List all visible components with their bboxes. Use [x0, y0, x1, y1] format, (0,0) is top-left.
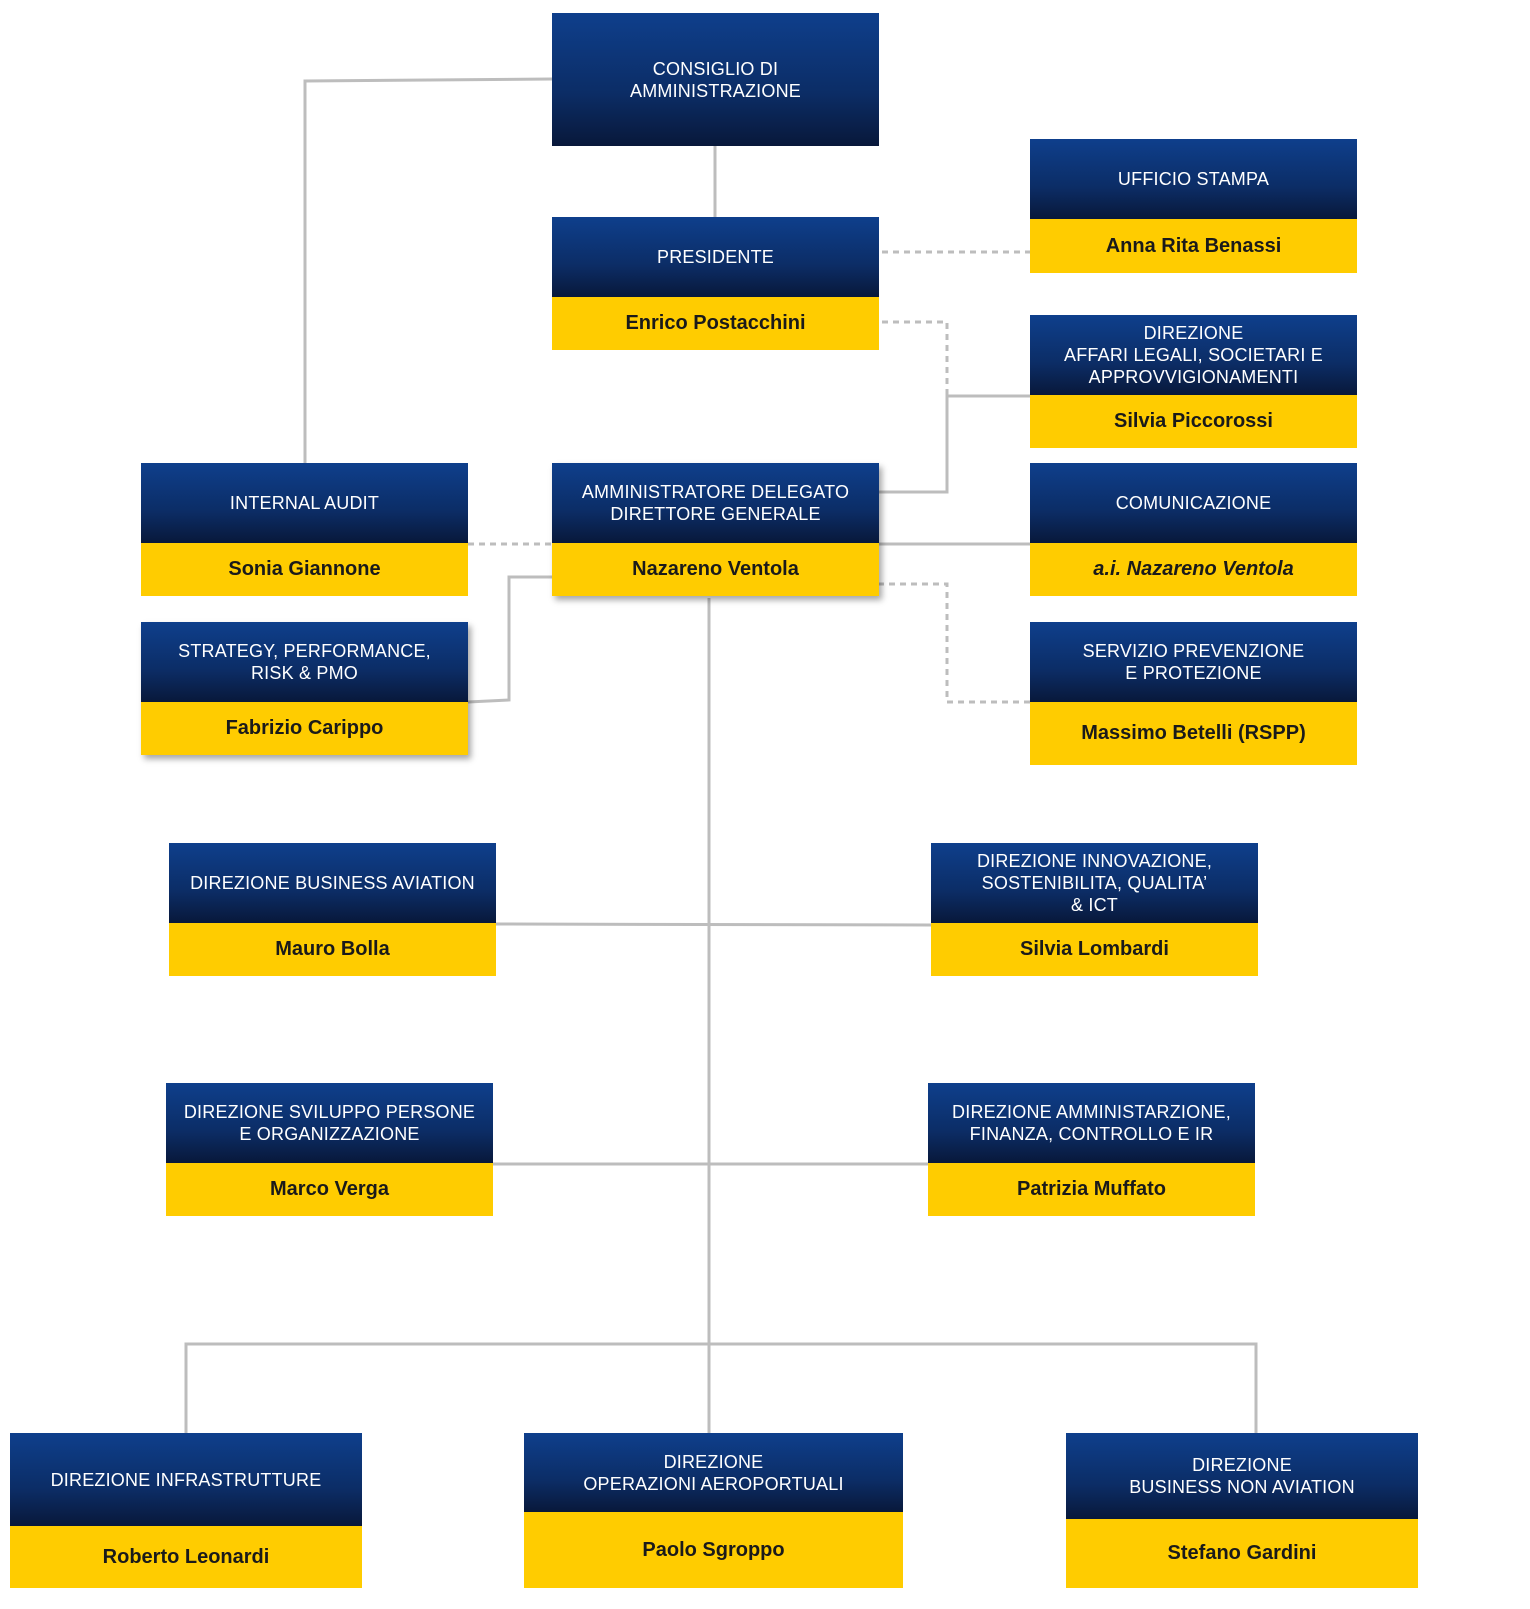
node-title: DIREZIONE BUSINESS AVIATION [169, 843, 496, 923]
node-title: DIREZIONE SVILUPPO PERSONE E ORGANIZZAZI… [166, 1083, 493, 1163]
node-title: AMMINISTRATORE DELEGATO DIRETTORE GENERA… [552, 463, 879, 543]
node-name: Paolo Sgroppo [524, 1512, 903, 1588]
node-infrastrutture: DIREZIONE INFRASTRUTTURE Roberto Leonard… [10, 1433, 362, 1588]
node-title: DIREZIONE OPERAZIONI AEROPORTUALI [524, 1433, 903, 1512]
node-name: Silvia Lombardi [931, 923, 1258, 976]
node-name: Enrico Postacchini [552, 297, 879, 350]
node-sviluppo-persone: DIREZIONE SVILUPPO PERSONE E ORGANIZZAZI… [166, 1083, 493, 1216]
node-title: DIREZIONE BUSINESS NON AVIATION [1066, 1433, 1418, 1519]
node-title: UFFICIO STAMPA [1030, 139, 1357, 219]
solid-connectors [184, 77, 1258, 1433]
node-internal-audit: INTERNAL AUDIT Sonia Giannone [141, 463, 468, 596]
node-title: DIREZIONE INFRASTRUTTURE [10, 1433, 362, 1526]
node-innovazione: DIREZIONE INNOVAZIONE, SOSTENIBILITA, QU… [931, 843, 1258, 976]
node-title: DIREZIONE INNOVAZIONE, SOSTENIBILITA, QU… [931, 843, 1258, 923]
node-name: Mauro Bolla [169, 923, 496, 976]
connector-row1 [495, 922, 932, 927]
node-name: Silvia Piccorossi [1030, 395, 1357, 448]
node-name: Massimo Betelli (RSPP) [1030, 702, 1357, 765]
node-title: STRATEGY, PERFORMANCE, RISK & PMO [141, 622, 468, 702]
dashed-ad-spp [878, 582, 1030, 704]
node-servizio-prevenzione: SERVIZIO PREVENZIONE E PROTEZIONE Massim… [1030, 622, 1357, 765]
node-name: Roberto Leonardi [10, 1526, 362, 1588]
node-name: Anna Rita Benassi [1030, 219, 1357, 273]
node-name: Patrizia Muffato [928, 1163, 1255, 1216]
node-title: PRESIDENTE [552, 217, 879, 297]
node-name: Nazareno Ventola [552, 543, 879, 596]
node-title: INTERNAL AUDIT [141, 463, 468, 543]
node-title: DIREZIONE AFFARI LEGALI, SOCIETARI E APP… [1030, 315, 1357, 395]
node-name: Fabrizio Carippo [141, 702, 468, 755]
node-business-aviation: DIREZIONE BUSINESS AVIATION Mauro Bolla [169, 843, 496, 976]
connector-cda-internal-audit [303, 77, 553, 466]
node-comunicazione: COMUNICAZIONE a.i. Nazareno Ventola [1030, 463, 1357, 596]
node-name: Stefano Gardini [1066, 1519, 1418, 1588]
node-name: Sonia Giannone [141, 543, 468, 596]
node-title: SERVIZIO PREVENZIONE E PROTEZIONE [1030, 622, 1357, 702]
node-amministrazione-finanza: DIREZIONE AMMINISTARZIONE, FINANZA, CONT… [928, 1083, 1255, 1216]
node-name: a.i. Nazareno Ventola [1030, 543, 1357, 596]
node-ufficio-stampa: UFFICIO STAMPA Anna Rita Benassi [1030, 139, 1357, 273]
connector-affari-legali-ad [878, 394, 1030, 494]
dashed-connectors [468, 250, 1030, 704]
node-title: COMUNICAZIONE [1030, 463, 1357, 543]
node-operazioni-aeroportuali: DIREZIONE OPERAZIONI AEROPORTUALI Paolo … [524, 1433, 903, 1588]
node-affari-legali: DIREZIONE AFFARI LEGALI, SOCIETARI E APP… [1030, 315, 1357, 448]
connector-bottom-bus [184, 1342, 1258, 1433]
node-presidente: PRESIDENTE Enrico Postacchini [552, 217, 879, 350]
node-title: CONSIGLIO DI AMMINISTRAZIONE [552, 13, 879, 146]
node-amministratore-delegato: AMMINISTRATORE DELEGATO DIRETTORE GENERA… [552, 463, 879, 596]
dashed-presidente-affari-legali [882, 320, 949, 396]
node-title: DIREZIONE AMMINISTARZIONE, FINANZA, CONT… [928, 1083, 1255, 1163]
node-strategy-performance: STRATEGY, PERFORMANCE, RISK & PMO Fabriz… [141, 622, 468, 755]
node-name: Marco Verga [166, 1163, 493, 1216]
node-consiglio-di-amministrazione: CONSIGLIO DI AMMINISTRAZIONE [552, 13, 879, 146]
node-business-non-aviation: DIREZIONE BUSINESS NON AVIATION Stefano … [1066, 1433, 1418, 1588]
connector-strategy-ad [467, 575, 552, 704]
